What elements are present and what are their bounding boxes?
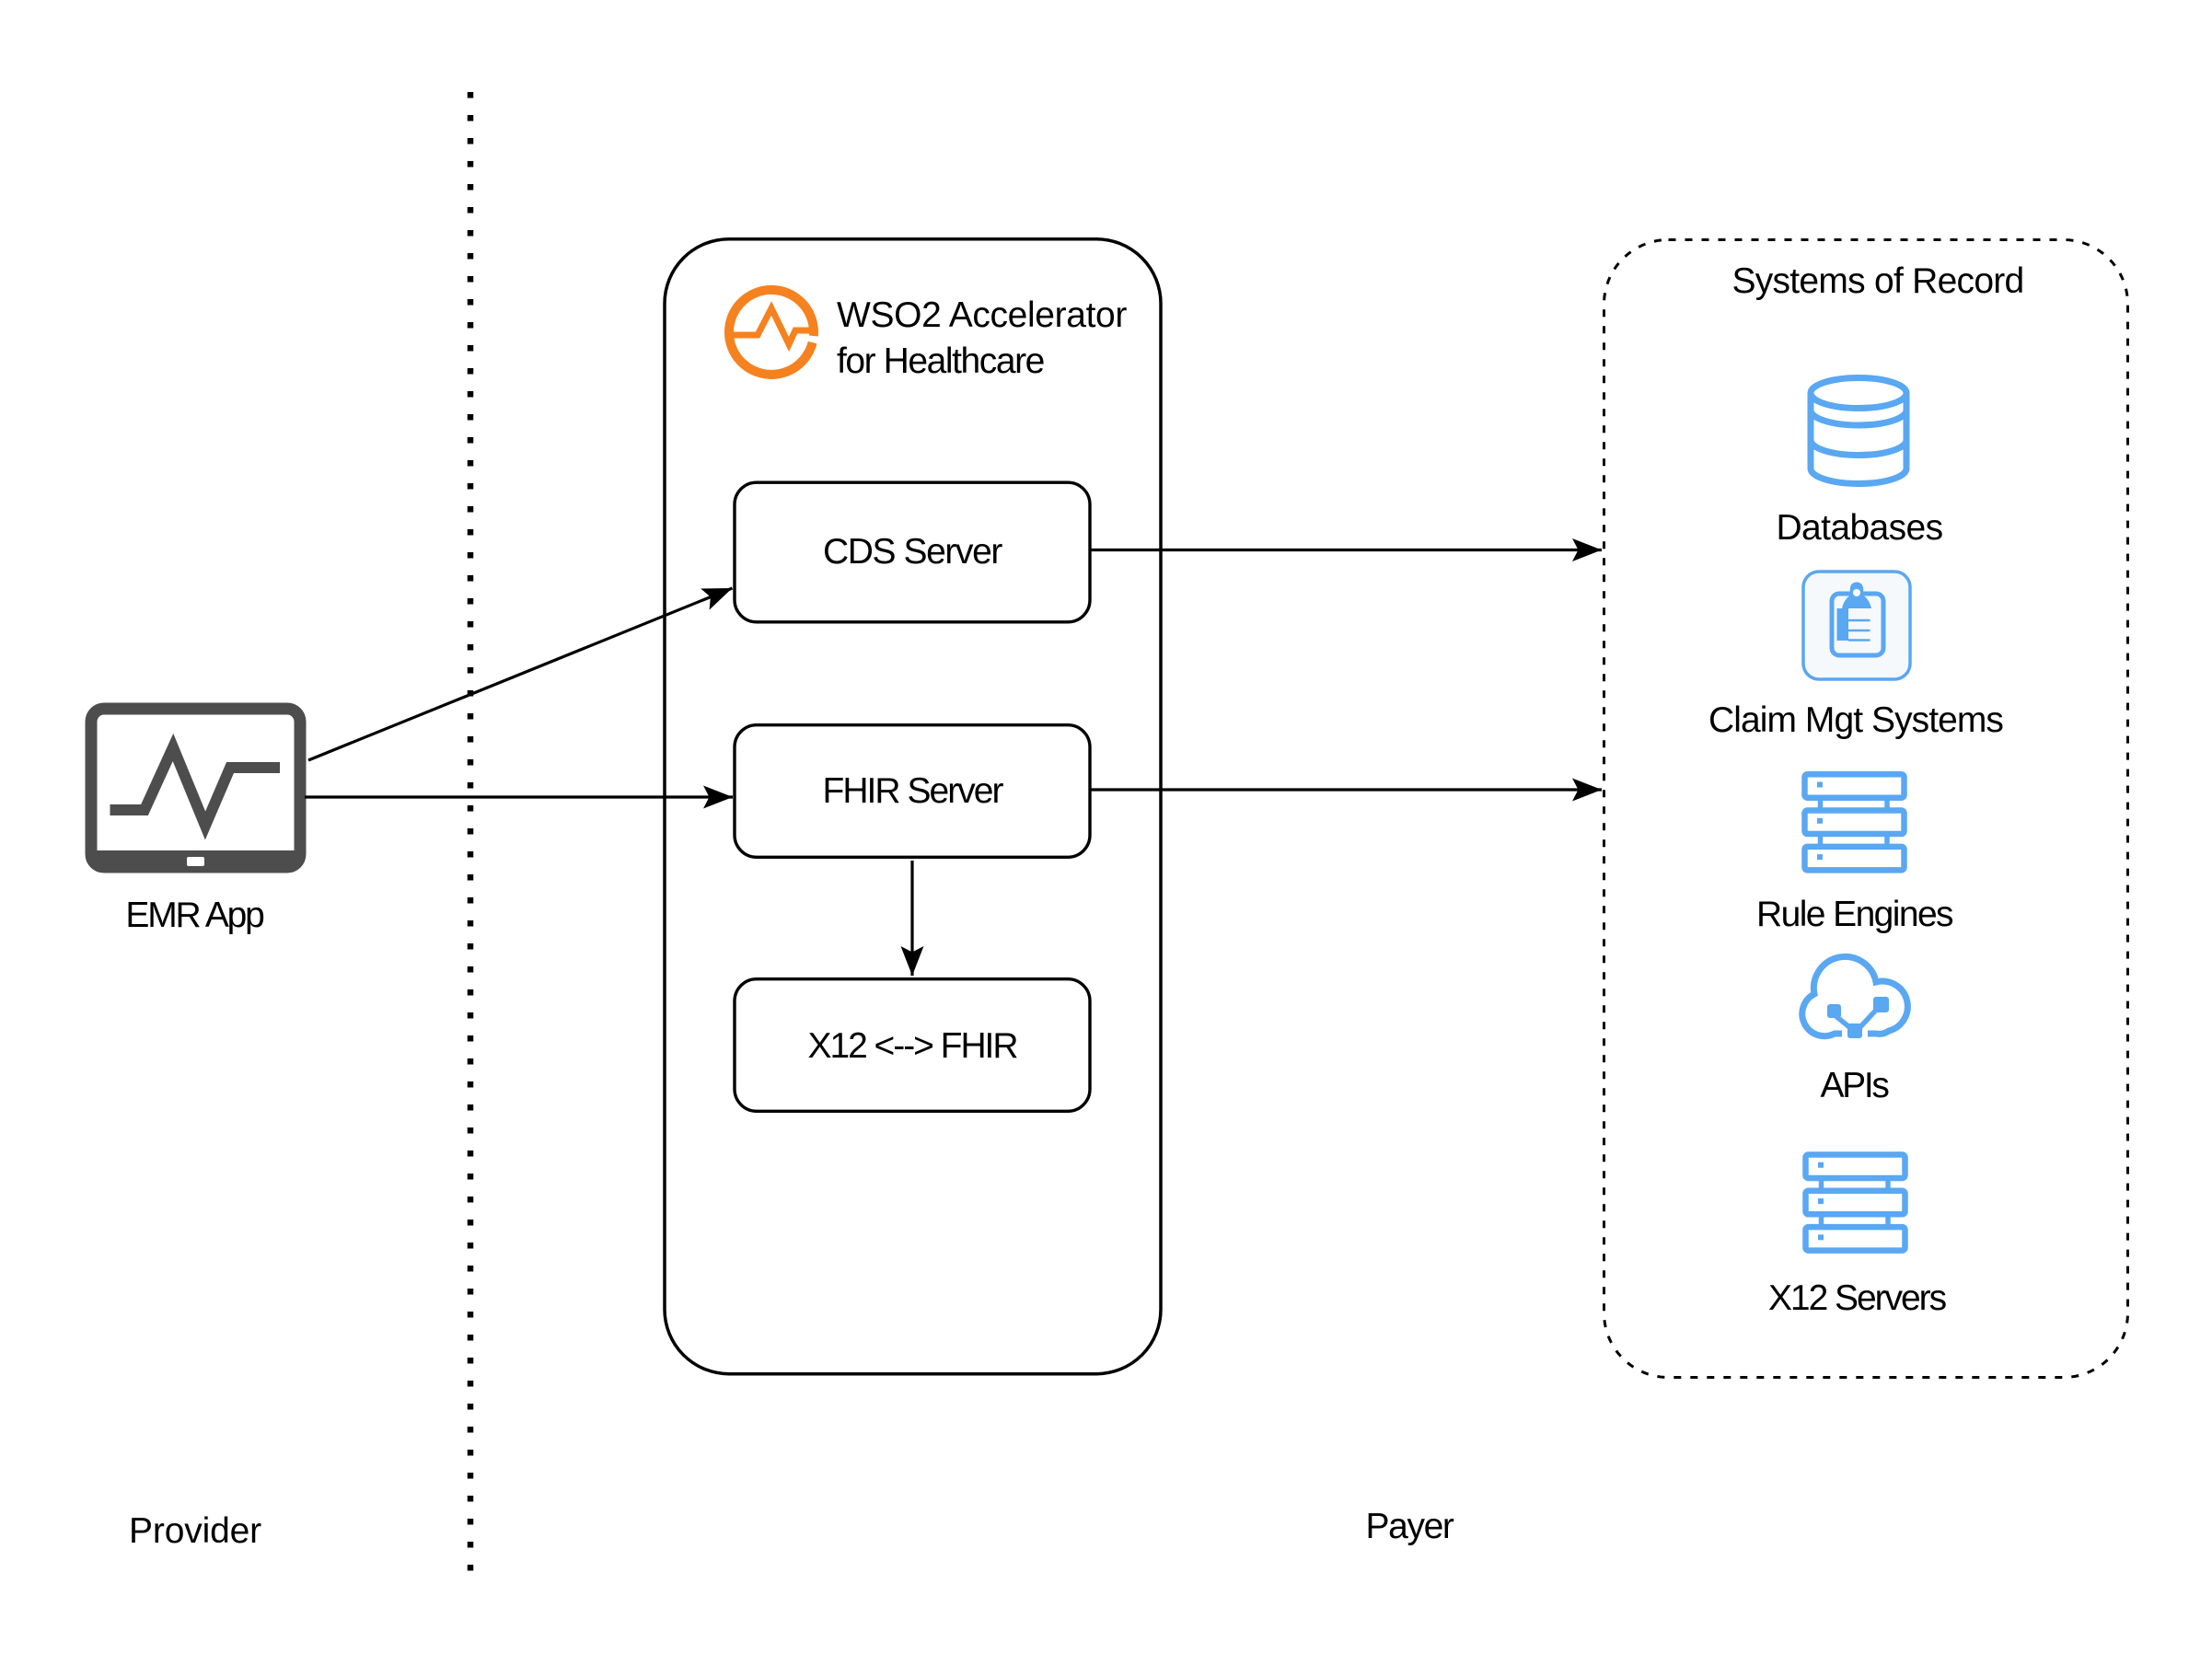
svg-text:CDS Server: CDS Server: [823, 532, 1002, 572]
svg-text:WSO2 Accelerator: WSO2 Accelerator: [837, 295, 1127, 335]
svg-text:Claim Mgt Systems: Claim Mgt Systems: [1708, 700, 2003, 740]
svg-text:X12 Servers: X12 Servers: [1768, 1278, 1947, 1318]
svg-text:Rule Engines: Rule Engines: [1756, 895, 1953, 934]
svg-text:X12 <--> FHIR: X12 <--> FHIR: [808, 1026, 1018, 1066]
svg-text:APIs: APIs: [1821, 1066, 1890, 1105]
svg-text:FHIR Server: FHIR Server: [822, 771, 1003, 811]
svg-text:Systems of Record: Systems of Record: [1731, 261, 2023, 301]
svg-text:Provider: Provider: [129, 1511, 261, 1551]
svg-text:EMR App: EMR App: [125, 896, 264, 935]
svg-text:for Healthcare: for Healthcare: [837, 341, 1044, 381]
svg-text:Payer: Payer: [1366, 1507, 1454, 1546]
svg-text:Databases: Databases: [1776, 508, 1942, 548]
